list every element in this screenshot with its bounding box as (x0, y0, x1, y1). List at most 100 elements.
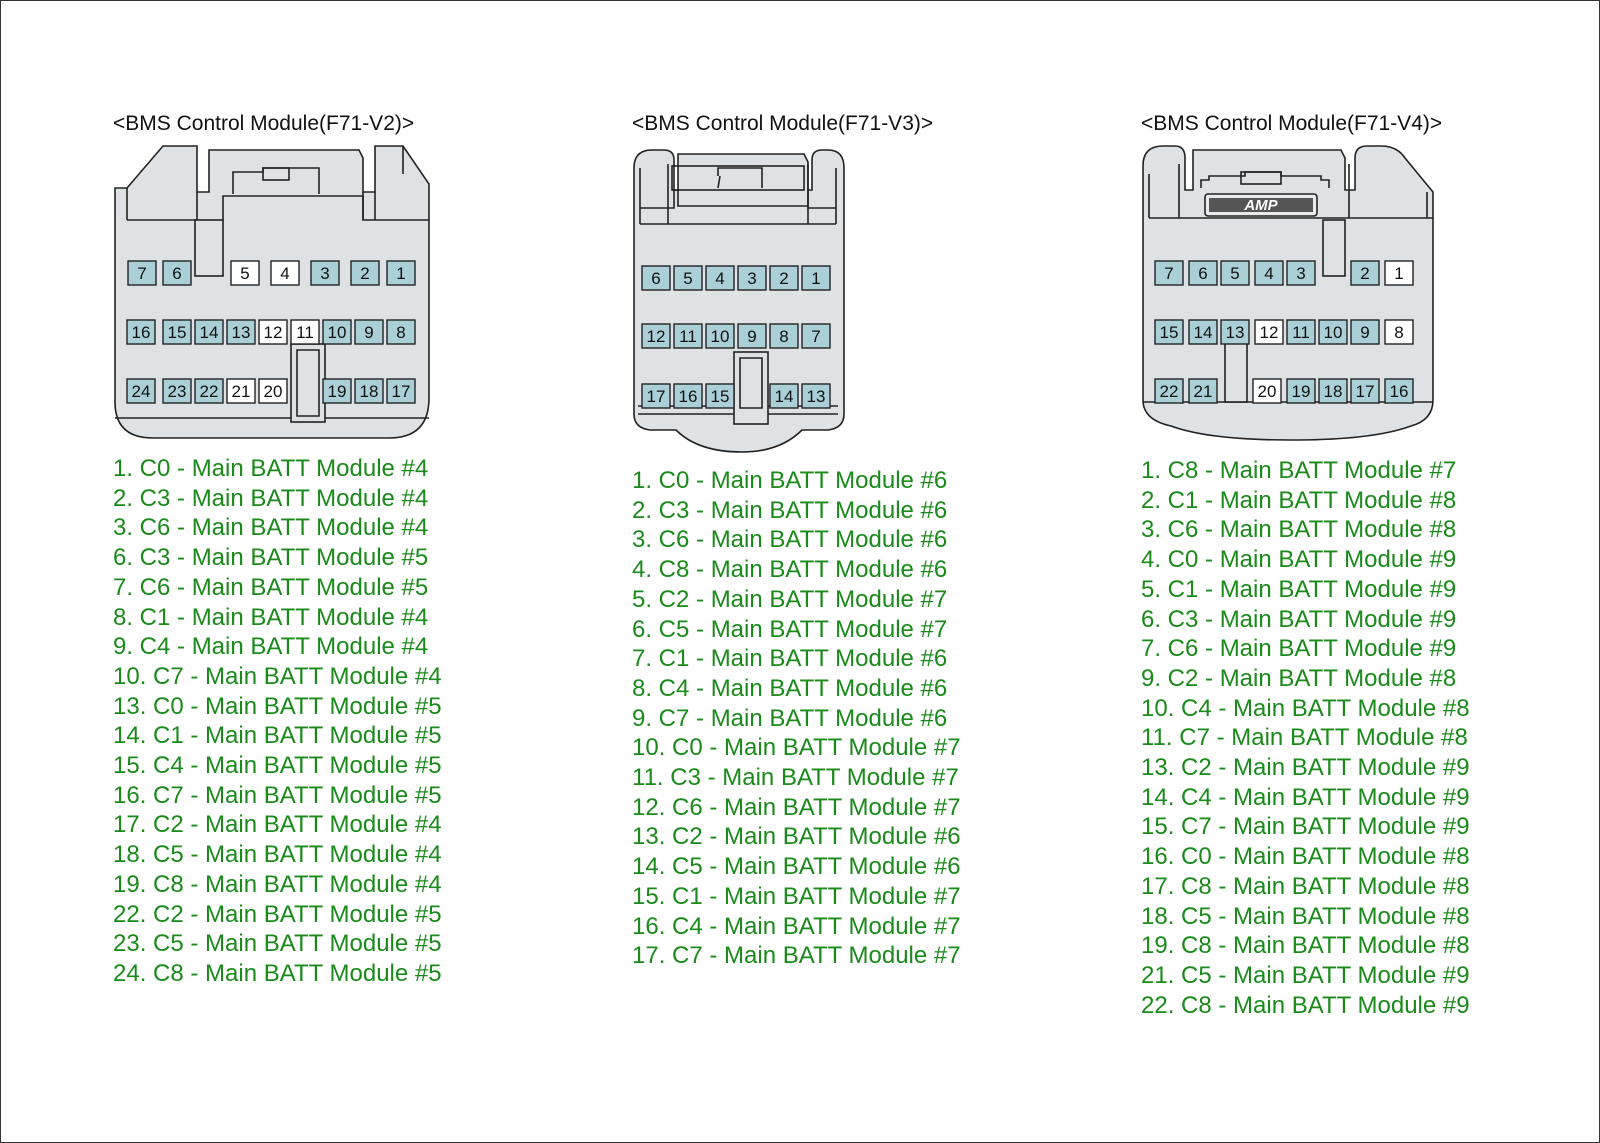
pin-number-3: 3 (747, 269, 756, 288)
pin-number-7: 7 (137, 264, 146, 283)
pin-assignment: 22. C8 - Main BATT Module #9 (1141, 991, 1470, 1019)
pin-number-16: 16 (132, 323, 151, 342)
pin-number-1: 1 (396, 264, 405, 283)
pin-number-16: 16 (679, 387, 698, 406)
pin-cell-18 (1318, 378, 1348, 404)
pin-number-12: 12 (264, 323, 283, 342)
pin-cell-3 (1286, 260, 1316, 286)
pin-cell-19 (1286, 378, 1316, 404)
pin-cell-16 (1384, 378, 1414, 404)
pin-assignment: 19. C8 - Main BATT Module #8 (1141, 932, 1470, 960)
pin-assignment: 22. C2 - Main BATT Module #5 (113, 900, 442, 928)
pin-cell-8 (386, 319, 416, 345)
pin-cell-5 (673, 265, 703, 291)
pin-number-2: 2 (360, 264, 369, 283)
pin-assignment: 12. C6 - Main BATT Module #7 (632, 793, 961, 821)
pin-assignment: 4. C8 - Main BATT Module #6 (632, 556, 948, 584)
pin-assignment: 17. C7 - Main BATT Module #7 (632, 942, 961, 970)
pin-cell-17 (386, 378, 416, 404)
pin-number-19: 19 (1292, 382, 1311, 401)
pin-number-8: 8 (779, 327, 788, 346)
amp-label: AMP (1243, 197, 1278, 214)
pin-cell-24 (126, 378, 156, 404)
pin-cell-9 (737, 323, 767, 349)
pin-number-7: 7 (1164, 264, 1173, 283)
pin-assignment: 19. C8 - Main BATT Module #4 (113, 870, 442, 898)
pin-cell-10 (322, 319, 352, 345)
pin-cell-13 (801, 383, 831, 409)
pin-number-7: 7 (811, 327, 820, 346)
pin-number-5: 5 (683, 269, 692, 288)
pin-number-13: 13 (807, 387, 826, 406)
pin-assignment: 16. C0 - Main BATT Module #8 (1141, 843, 1470, 871)
connector-housing (114, 145, 430, 439)
pin-number-23: 23 (168, 382, 187, 401)
pin-number-10: 10 (1324, 323, 1343, 342)
pin-assignment: 7. C6 - Main BATT Module #9 (1141, 635, 1457, 663)
pin-assignment: 3. C6 - Main BATT Module #6 (632, 526, 948, 554)
pin-cell-14 (1188, 319, 1218, 345)
pin-cell-21 (226, 378, 256, 404)
pin-assignment: 8. C1 - Main BATT Module #4 (113, 603, 429, 631)
pin-cell-2 (1350, 260, 1380, 286)
pin-cell-20 (1252, 378, 1282, 404)
pin-assignment: 13. C2 - Main BATT Module #6 (632, 823, 961, 851)
pin-assignment: 1. C0 - Main BATT Module #6 (632, 467, 948, 494)
pin-cell-8 (769, 323, 799, 349)
pin-number-6: 6 (1198, 264, 1207, 283)
pin-number-17: 17 (1356, 382, 1375, 401)
pin-assignment: 18. C5 - Main BATT Module #8 (1141, 902, 1470, 930)
pin-assignment: 3. C6 - Main BATT Module #8 (1141, 516, 1457, 544)
pin-cell-13 (1220, 319, 1250, 345)
pin-assignment: 15. C7 - Main BATT Module #9 (1141, 813, 1470, 841)
pin-number-3: 3 (1296, 264, 1305, 283)
pin-number-9: 9 (747, 327, 756, 346)
pin-assignment: 5. C1 - Main BATT Module #9 (1141, 575, 1457, 603)
pin-cell-9 (354, 319, 384, 345)
pin-assignment: 9. C7 - Main BATT Module #6 (632, 704, 948, 732)
pin-assignment: 16. C7 - Main BATT Module #5 (113, 781, 442, 809)
pin-assignment: 6. C5 - Main BATT Module #7 (632, 615, 948, 643)
pin-assignment: 2. C3 - Main BATT Module #6 (632, 496, 948, 524)
pin-cell-2 (769, 265, 799, 291)
pin-number-15: 15 (711, 387, 730, 406)
pin-assignment: 17. C2 - Main BATT Module #4 (113, 811, 442, 839)
pin-assignment: 14. C4 - Main BATT Module #9 (1141, 783, 1470, 811)
pin-cell-6 (1188, 260, 1218, 286)
pin-assignment: 13. C0 - Main BATT Module #5 (113, 692, 442, 720)
pin-number-9: 9 (364, 323, 373, 342)
pin-assignment: 6. C3 - Main BATT Module #5 (113, 544, 429, 572)
pin-cell-13 (226, 319, 256, 345)
pin-cell-14 (194, 319, 224, 345)
connector-housing (1142, 145, 1434, 441)
pin-number-2: 2 (1360, 264, 1369, 283)
pin-number-5: 5 (1230, 264, 1239, 283)
pin-number-18: 18 (1324, 382, 1343, 401)
pin-assignment: 11. C3 - Main BATT Module #7 (632, 764, 959, 792)
pin-cell-8 (1384, 319, 1414, 345)
pin-assignment: 7. C6 - Main BATT Module #5 (113, 573, 429, 601)
pin-assignment: 10. C0 - Main BATT Module #7 (632, 734, 961, 762)
pin-number-12: 12 (647, 327, 666, 346)
pin-assignment: 9. C4 - Main BATT Module #4 (113, 633, 429, 661)
pin-number-10: 10 (328, 323, 347, 342)
pin-number-13: 13 (1226, 323, 1245, 342)
pin-cell-16 (126, 319, 156, 345)
pin-cell-18 (354, 378, 384, 404)
pin-cell-22 (1154, 378, 1184, 404)
module-title: <BMS Control Module(F71-V2)> (113, 112, 415, 135)
pin-cell-15 (1154, 319, 1184, 345)
pin-cell-4 (270, 260, 300, 286)
pin-cell-11 (673, 323, 703, 349)
pin-cell-20 (258, 378, 288, 404)
pin-assignment: 15. C4 - Main BATT Module #5 (113, 752, 442, 780)
pin-assignment: 14. C5 - Main BATT Module #6 (632, 853, 961, 881)
pin-number-15: 15 (168, 323, 187, 342)
pin-cell-1 (1384, 260, 1414, 286)
pin-cell-3 (737, 265, 767, 291)
pin-assignment: 3. C6 - Main BATT Module #4 (113, 514, 429, 542)
